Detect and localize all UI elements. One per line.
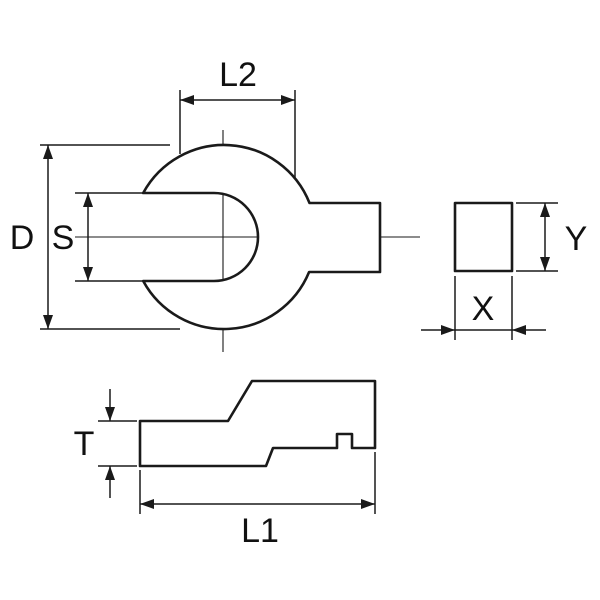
dim-d: D — [10, 144, 180, 330]
tang-section-outline — [453, 201, 514, 273]
top-view — [75, 130, 420, 352]
dim-label-t: T — [74, 425, 95, 463]
dim-l1: L1 — [139, 452, 376, 550]
dim-x: X — [421, 276, 546, 340]
dim-label-l2: L2 — [219, 56, 257, 94]
dim-label-y: Y — [565, 220, 588, 258]
dim-y: Y — [516, 202, 588, 272]
dim-label-s: S — [52, 219, 75, 257]
dim-t: T — [74, 389, 137, 498]
dim-s: S — [52, 193, 93, 281]
end-view — [453, 201, 514, 273]
side-view — [138, 379, 377, 468]
dim-label-x: X — [472, 290, 495, 328]
dim-label-l1: L1 — [241, 512, 279, 550]
dim-l2: L2 — [179, 56, 296, 178]
wrench-head-outline — [141, 143, 382, 331]
dim-label-d: D — [10, 219, 35, 257]
side-profile-outline — [138, 379, 377, 468]
